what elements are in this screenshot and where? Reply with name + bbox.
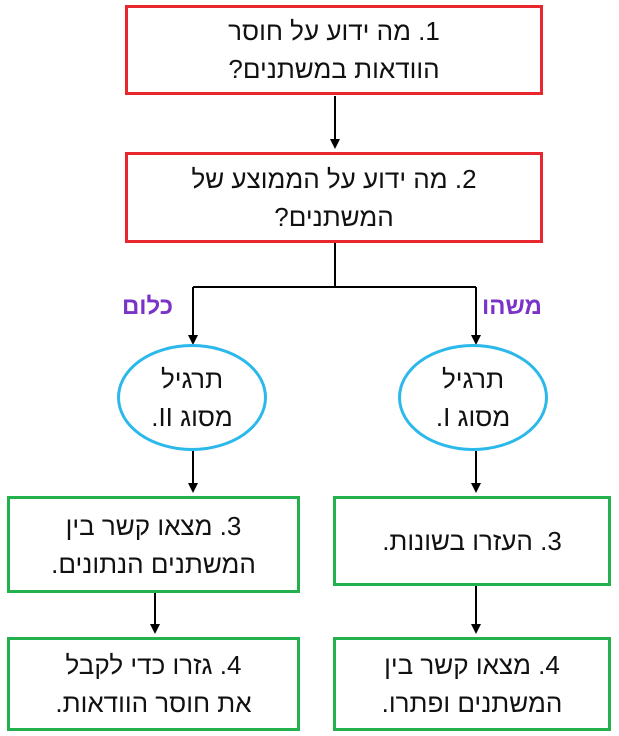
- left-step-3-box: 3. מצאו קשר בין המשתנים הנתונים.: [7, 496, 300, 593]
- left-step-3-line-1: 3. מצאו קשר בין: [65, 510, 242, 541]
- exercise-left-line-1: תרגיל: [160, 363, 224, 394]
- question-2-line-1: 2. מה ידוע על הממוצע של: [191, 163, 477, 194]
- left-step-4-box: 4. גזרו כדי לקבל את חוסר הוודאות.: [7, 637, 300, 731]
- question-1-line-2: הוודאות במשתנים?: [228, 54, 440, 84]
- left-step-4-line-2: את חוסר הוודאות.: [55, 688, 252, 718]
- right-step-4-box: 4. מצאו קשר בין המשתנים ופתרו.: [333, 637, 611, 731]
- exercise-type-2-oval: תרגיל מסוג II.: [117, 344, 267, 451]
- right-step-4-line-2: המשתנים ופתרו.: [381, 688, 563, 718]
- left-step-4-line-1: 4. גזרו כדי לקבל: [65, 650, 242, 680]
- exercise-right-line-1: תרגיל: [441, 363, 505, 394]
- exercise-left-line-2: מסוג II.: [151, 401, 233, 432]
- right-step-4-line-1: 4. מצאו קשר בין: [384, 650, 560, 680]
- question-1-box: 1. מה ידוע על חוסר הוודאות במשתנים?: [125, 5, 543, 95]
- question-2-box: 2. מה ידוע על הממוצע של המשתנים?: [125, 152, 543, 243]
- exercise-type-1-oval: תרגיל מסוג I.: [398, 344, 548, 451]
- branch-label-left: כלום: [122, 293, 174, 320]
- right-step-3-line-1: 3. העזרו בשונות.: [382, 526, 562, 556]
- exercise-right-line-2: מסוג I.: [435, 401, 511, 432]
- question-1-line-1: 1. מה ידוע על חוסר: [228, 16, 440, 46]
- branch-label-right: משהו: [482, 293, 542, 320]
- question-2-line-2: המשתנים?: [274, 201, 394, 232]
- right-step-3-box: 3. העזרו בשונות.: [333, 496, 611, 586]
- left-step-3-line-2: המשתנים הנתונים.: [51, 548, 256, 579]
